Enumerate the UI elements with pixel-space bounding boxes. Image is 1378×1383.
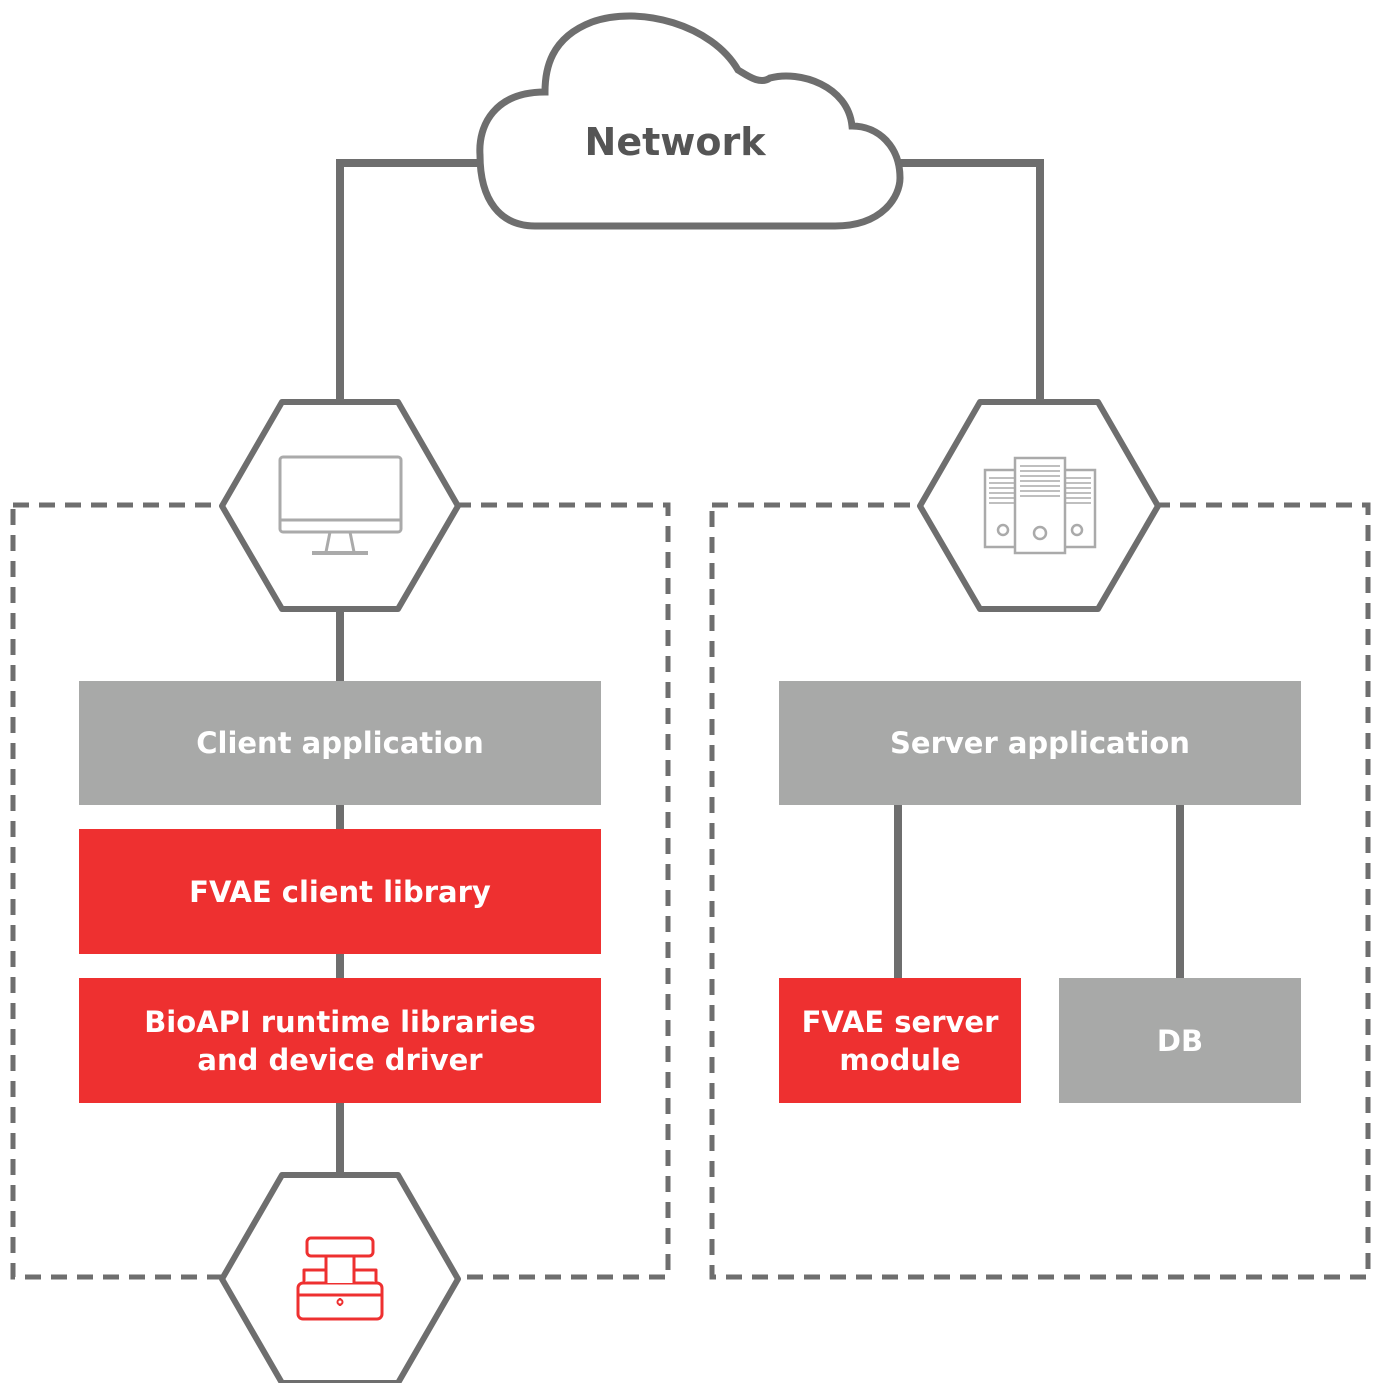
- fvae-client-library-label: FVAE client library: [189, 874, 491, 909]
- network-to-server-line: [895, 159, 1044, 400]
- fvae-server-module-box: [779, 978, 1021, 1103]
- fvae-server-module-label: FVAE server module: [801, 1004, 999, 1077]
- monitor-icon: [278, 455, 403, 555]
- db-label: DB: [1156, 1023, 1204, 1058]
- client-application-box: [79, 681, 601, 805]
- network-cloud: [476, 12, 904, 230]
- server-rack-icon: [983, 456, 1097, 555]
- bioapi-runtime-label: BioAPI runtime libraries and device driv…: [144, 1004, 536, 1077]
- server-application-label: Server application: [890, 726, 1190, 760]
- network-label: Network: [584, 120, 766, 164]
- fvae-client-library-box: [79, 829, 601, 954]
- db-box: [1059, 978, 1301, 1103]
- server-application-box: [779, 681, 1301, 805]
- client-application-label: Client application: [196, 726, 484, 760]
- server-group-boundary: [709, 502, 1371, 1280]
- bioapi-runtime-box: [79, 978, 601, 1103]
- finger-vein-scanner-icon: [296, 1236, 384, 1321]
- network-to-client-line: [336, 159, 485, 400]
- client-node-hexagon: [219, 399, 461, 612]
